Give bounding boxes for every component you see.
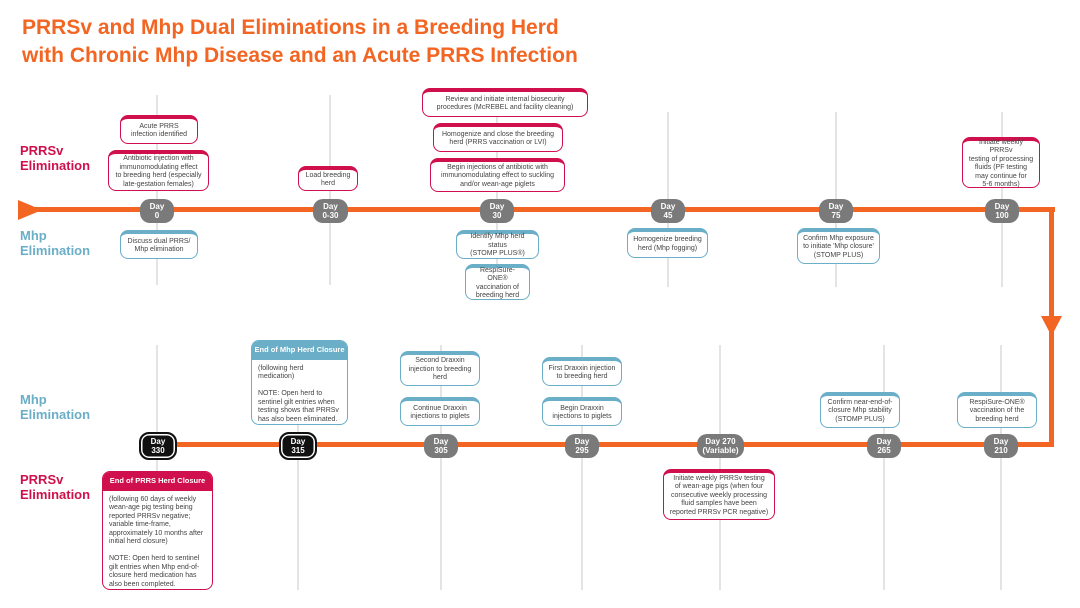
event-begin-injections: Begin injections of antibiotic with immu… bbox=[430, 158, 565, 192]
event-wean-age-testing: Initiate weekly PRRSv testing of wean-ag… bbox=[663, 469, 775, 520]
guide-line bbox=[883, 345, 885, 590]
guide-line bbox=[156, 345, 158, 590]
mhp-closure-body: (following herd medication) NOTE: Open h… bbox=[258, 364, 339, 423]
lane-label-mhp-bottom: Mhp Elimination bbox=[20, 392, 91, 422]
page-title: PRRSv and Mhp Dual Eliminations in a Bre… bbox=[22, 16, 578, 67]
event-confirm-mhp-exposure: Confirm Mhp exposure to initiate 'Mhp cl… bbox=[797, 228, 880, 264]
down-arrow-icon bbox=[1041, 316, 1062, 336]
day-marker: Day 75 bbox=[819, 199, 853, 223]
start-arrow-icon bbox=[18, 200, 42, 220]
event-acute-prrs: Acute PRRS infection identified bbox=[120, 115, 198, 144]
event-load-breeding-herd: Load breeding herd bbox=[298, 166, 358, 191]
event-second-draxxin: Second Draxxin injection to breeding her… bbox=[400, 351, 480, 386]
event-discuss-dual: Discuss dual PRRS/ Mhp elimination bbox=[120, 230, 198, 259]
event-confirm-near-end: Confirm near-end-of- closure Mhp stabili… bbox=[820, 392, 900, 428]
event-antibiotic-breeding-herd: Antibiotic injection with immunomodulati… bbox=[108, 150, 209, 191]
mhp-closure-heading: End of Mhp Herd Closure bbox=[252, 341, 347, 360]
day-marker: Day 0 bbox=[140, 199, 174, 223]
guide-line bbox=[440, 345, 442, 590]
day-milestone: Day 315 bbox=[279, 432, 317, 460]
prrs-closure-body: (following 60 days of weekly wean-age pi… bbox=[109, 495, 204, 588]
guide-line bbox=[496, 95, 498, 295]
mhp-closure-card: End of Mhp Herd Closure (following herd … bbox=[251, 340, 348, 425]
event-respisure-vaccination: RespiSure-ONE® vaccination of breeding h… bbox=[465, 264, 530, 300]
lane-label-mhp-top: Mhp Elimination bbox=[20, 228, 91, 258]
day-marker: Day 100 bbox=[985, 199, 1019, 223]
timeline-bottom bbox=[155, 442, 1054, 447]
day-marker: Day 45 bbox=[651, 199, 685, 223]
prrs-closure-heading: End of PRRS Herd Closure bbox=[103, 472, 212, 491]
guide-line bbox=[581, 345, 583, 590]
prrs-closure-card: End of PRRS Herd Closure (following 60 d… bbox=[102, 471, 213, 590]
day-marker: Day 270 (Variable) bbox=[697, 434, 744, 458]
guide-line bbox=[297, 345, 299, 590]
day-marker: Day 265 bbox=[867, 434, 901, 458]
lane-label-prrsv-top: PRRSv Elimination bbox=[20, 143, 91, 173]
event-first-draxxin: First Draxxin injection to breeding herd bbox=[542, 357, 622, 386]
day-milestone: Day 330 bbox=[139, 432, 177, 460]
event-continue-draxxin: Continue Draxxin injections to piglets bbox=[400, 397, 480, 426]
day-marker: Day 210 bbox=[984, 434, 1018, 458]
event-begin-draxxin: Begin Draxxin injections to piglets bbox=[542, 397, 622, 426]
event-biosecurity: Review and initiate internal biosecurity… bbox=[422, 88, 588, 117]
day-marker: Day 0-30 bbox=[313, 199, 348, 223]
guide-line bbox=[1000, 345, 1002, 590]
lane-label-prrsv-bottom: PRRSv Elimination bbox=[20, 472, 91, 502]
guide-line bbox=[719, 345, 721, 590]
event-identify-mhp-status: Identify Mhp herd status (STOMP PLUS®) bbox=[456, 230, 539, 259]
day-marker: Day 305 bbox=[424, 434, 458, 458]
timeline-top bbox=[30, 207, 1055, 212]
event-initiate-pf-testing: Initiate weekly PRRSv testing of process… bbox=[962, 137, 1040, 188]
event-respisure-revaccination: RespiSure-ONE® vaccination of the breedi… bbox=[957, 392, 1037, 428]
event-mhp-fogging: Homogenize breeding herd (Mhp fogging) bbox=[627, 228, 708, 258]
day-marker: Day 295 bbox=[565, 434, 599, 458]
day-marker: Day 30 bbox=[480, 199, 514, 223]
event-homogenize-close: Homogenize and close the breeding herd (… bbox=[433, 123, 563, 152]
